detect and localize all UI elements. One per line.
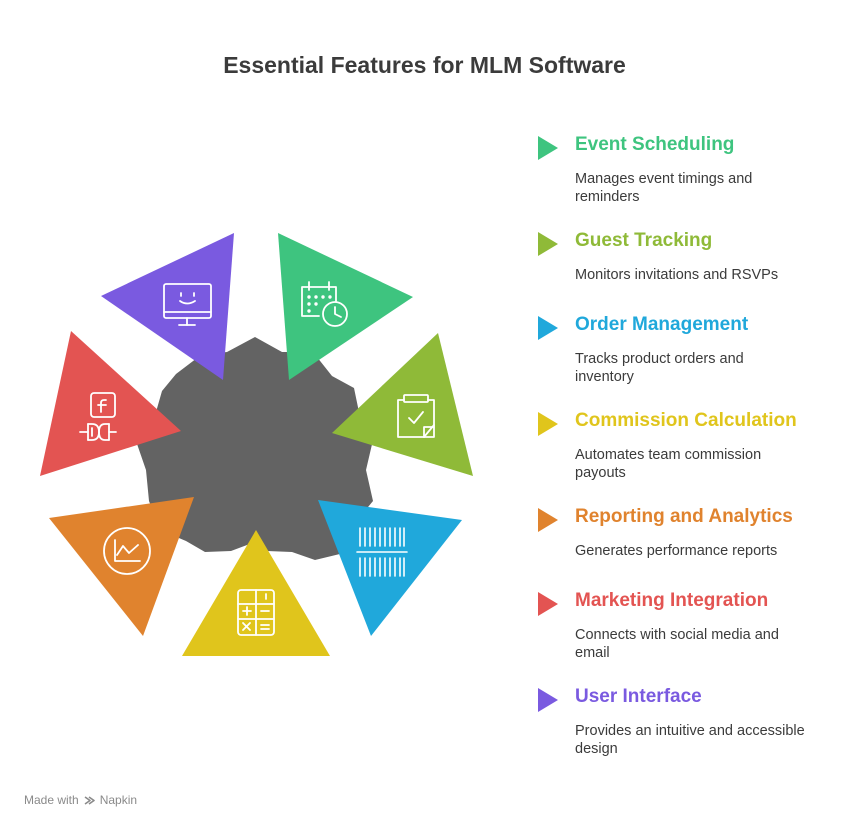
event-scheduling-triangle: [278, 233, 413, 380]
feature-name: Guest Tracking: [575, 230, 713, 251]
made-with-text: Made with: [24, 793, 79, 807]
brand-name: Napkin: [99, 793, 138, 807]
feature-description: Manages event timings and reminders: [575, 171, 753, 205]
feature-description: Tracks product orders and inventory: [575, 351, 744, 385]
feature-name: Order Management: [575, 314, 749, 335]
feature-name: Event Scheduling: [575, 134, 735, 155]
calendar-clock-icon: [301, 281, 348, 327]
barcode-icon: [356, 527, 408, 577]
user-interface-triangle: [101, 233, 234, 380]
feature-description: Connects with social media and email: [575, 627, 779, 661]
line-chart-icon: [103, 527, 151, 575]
calculator-icon: [237, 589, 275, 636]
clipboard-check-icon: [397, 394, 435, 438]
social-plug-icon: [79, 392, 117, 441]
triangle-marker-icon: [538, 136, 558, 160]
reporting-analytics-triangle: [49, 497, 194, 636]
feature-description: Provides an intuitive and accessible des…: [575, 723, 805, 757]
triangle-marker-icon: [538, 412, 558, 436]
page-title: Essential Features for MLM Software: [223, 52, 626, 78]
guest-tracking-triangle: [332, 333, 473, 476]
feature-description: Generates performance reports: [575, 543, 778, 559]
feature-name: Reporting and Analytics: [575, 506, 793, 527]
napkin-logo-icon: [84, 795, 95, 805]
monitor-smile-icon: [163, 283, 212, 326]
triangle-marker-icon: [538, 592, 558, 616]
marketing-integration-triangle: [40, 331, 181, 476]
feature-name: User Interface: [575, 686, 702, 707]
feature-description: Automates team commission payouts: [575, 447, 762, 481]
center-heptagon: [136, 337, 373, 560]
footer-credit: Made with Napkin: [24, 793, 137, 807]
feature-description: Monitors invitations and RSVPs: [575, 267, 779, 283]
triangle-marker-icon: [538, 232, 558, 256]
triangle-marker-icon: [538, 688, 558, 712]
triangle-marker-icon: [538, 508, 558, 532]
triangle-marker-icon: [538, 316, 558, 340]
feature-name: Marketing Integration: [575, 590, 769, 611]
feature-name: Commission Calculation: [575, 410, 797, 431]
